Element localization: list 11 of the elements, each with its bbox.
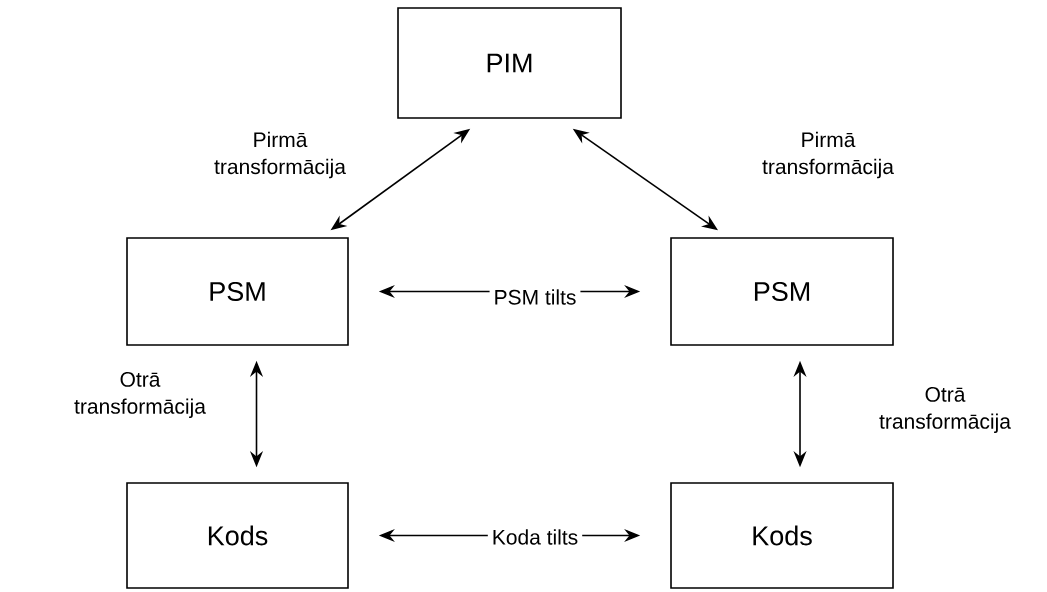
- edge-label: Pirmā transformācija: [762, 131, 894, 179]
- process-box: PSM: [670, 237, 894, 346]
- process-box: Kods: [670, 482, 894, 589]
- edge-label: Koda tilts: [487, 525, 583, 549]
- edge-label: Pirmā transformācija: [214, 131, 346, 179]
- process-box: PIM: [397, 7, 622, 119]
- edge-label: PSM tilts: [489, 285, 581, 309]
- process-box: PSM: [126, 237, 349, 346]
- edge-label: Otrā transformācija: [74, 372, 206, 418]
- edge-label: Otrā transformācija: [879, 387, 1011, 433]
- process-box: Kods: [126, 482, 349, 589]
